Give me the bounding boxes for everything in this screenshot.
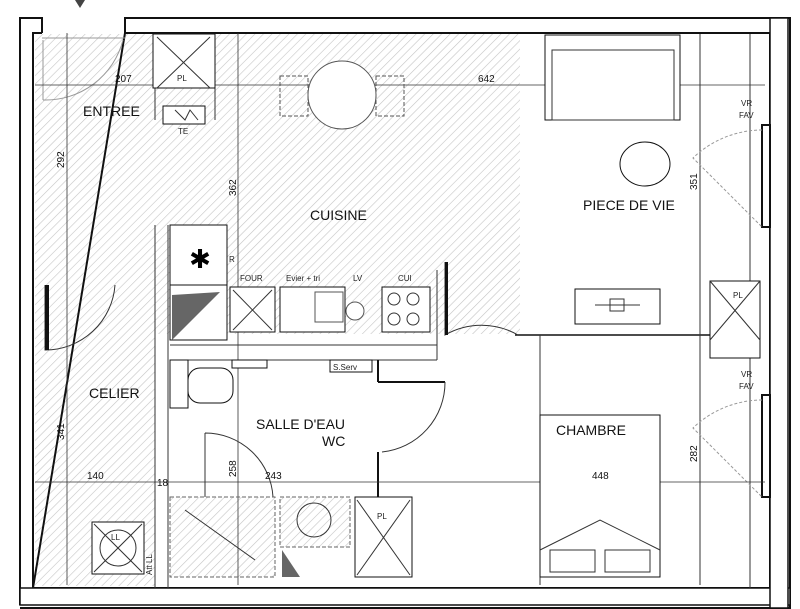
room-celier: CELIER — [89, 385, 140, 401]
dim-entree-width: 207 — [115, 74, 132, 85]
room-salle-deau: SALLE D'EAU — [256, 416, 345, 432]
label-pl-entree: PL — [177, 74, 187, 83]
dim-sejour-width: 642 — [478, 74, 495, 85]
fridge-asterisk-icon: ✱ — [189, 244, 211, 274]
label-ll: LL — [111, 533, 120, 542]
label-pl-sde: PL — [377, 512, 387, 521]
entrance-arrow-icon — [75, 0, 85, 8]
dim-partition: 18 — [157, 478, 169, 489]
windows — [692, 124, 771, 498]
label-te: TE — [178, 127, 188, 136]
dim-chambre-height: 282 — [689, 445, 700, 462]
label-vr-2: VR — [741, 370, 752, 379]
room-entree: ENTREE — [83, 103, 140, 119]
dim-cuisine-height: 362 — [228, 179, 239, 196]
dim-chambre-width: 448 — [592, 471, 609, 482]
dim-sde-height: 258 — [228, 460, 239, 477]
label-fav-2: FAV — [739, 382, 754, 391]
label-pl-sejour: PL — [733, 291, 743, 300]
dim-celier-height: 341 — [56, 423, 67, 440]
label-vr-1: VR — [741, 99, 752, 108]
room-piece-de-vie: PIECE DE VIE — [583, 197, 675, 213]
doors — [42, 39, 519, 498]
label-att-ll: Att LL — [145, 554, 154, 575]
label-evier: Evier + tri — [286, 274, 320, 283]
label-fav-1: FAV — [739, 111, 754, 120]
room-chambre: CHAMBRE — [556, 422, 626, 438]
interior-walls — [154, 34, 761, 588]
label-s-serv: S.Serv — [333, 363, 357, 372]
dim-sejour-height: 351 — [689, 173, 700, 190]
label-four: FOUR — [240, 274, 263, 283]
equipment — [91, 33, 681, 578]
dim-sde-width: 243 — [265, 471, 282, 482]
room-cuisine: CUISINE — [310, 207, 367, 223]
dim-entree-height: 292 — [56, 151, 67, 168]
exterior-walls — [19, 17, 791, 609]
dim-celier-width: 140 — [87, 471, 104, 482]
label-r: R — [229, 255, 235, 264]
label-cui: CUI — [398, 274, 412, 283]
room-wc: WC — [322, 433, 345, 449]
label-lv: LV — [353, 274, 363, 283]
